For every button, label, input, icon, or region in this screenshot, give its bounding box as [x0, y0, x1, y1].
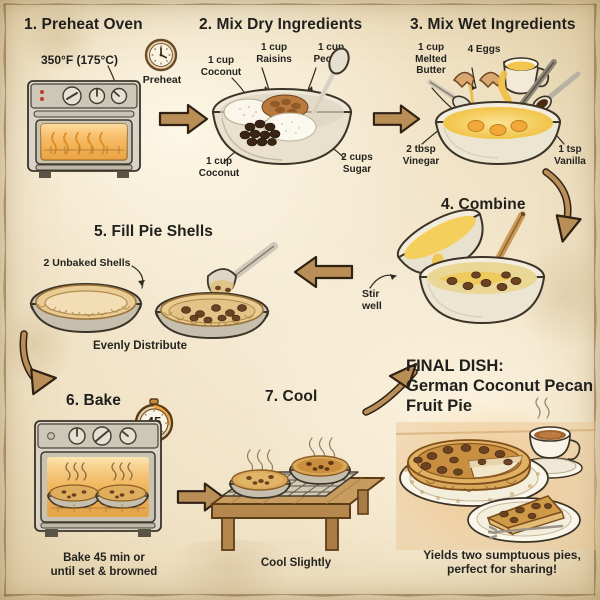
- arrow-step2-to-step3: [372, 100, 422, 138]
- arrow-step7-to-final-dish: [362, 362, 424, 418]
- step-title-bake: 6. Bake: [66, 392, 121, 409]
- clock-icon: [144, 38, 178, 72]
- page-edge-bottom: [4, 594, 596, 597]
- preheat-icon-label: Preheat: [142, 74, 182, 86]
- unbaked-shells-leader: [128, 262, 154, 294]
- page-edge-left: [3, 4, 6, 596]
- wet-label-eggs: 4 Eggs: [467, 44, 501, 55]
- oven-illustration: [25, 78, 143, 180]
- wet-label-vanilla: 1 tsp Vanilla: [554, 144, 586, 167]
- arrow-step5-to-step6: [14, 330, 68, 402]
- empty-pie-shell-illustration: [28, 278, 144, 338]
- step-title-fill-pie-shells: 5. Fill Pie Shells: [94, 223, 213, 240]
- stir-well-leader: [366, 268, 400, 294]
- dry-label-coconut-top: 1 cup Coconut: [200, 55, 242, 78]
- step-title-mix-wet-ingredients: 3. Mix Wet Ingredients: [410, 16, 576, 33]
- step-title-cool: 7. Cool: [265, 388, 318, 405]
- dry-label-coconut-bottom: 1 cup Coconut: [198, 156, 240, 179]
- arrow-step3-to-step4: [540, 168, 588, 254]
- oven-with-pies-illustration: [32, 418, 164, 542]
- oven-temperature-label: 350°F (175°C): [41, 53, 118, 67]
- final-dish-caption: Yields two sumptuous pies, perfect for s…: [423, 548, 581, 577]
- arrow-step4-to-step5: [292, 252, 354, 292]
- wet-label-vinegar: 2 tbsp Vinegar: [402, 144, 440, 167]
- dry-label-raisins: 1 cup Raisins: [256, 42, 292, 65]
- unbaked-shells-note: 2 Unbaked Shells: [43, 257, 131, 269]
- combine-note-stir-well: Stir well: [362, 288, 382, 313]
- step-title-mix-dry-ingredients: 2. Mix Dry Ingredients: [199, 16, 363, 33]
- wet-label-melted-butter: 1 cup Melted Butter: [415, 42, 447, 76]
- combine-illustration: [386, 205, 586, 335]
- step-title-preheat-oven: 1. Preheat Oven: [24, 16, 143, 33]
- caption-evenly-distribute: Evenly Distribute: [93, 340, 187, 352]
- filling-pie-shell-illustration: [146, 240, 286, 340]
- cooling-table-illustration: [208, 412, 388, 552]
- dry-ingredients-bowl-illustration: [202, 47, 362, 174]
- final-dish-illustration: [395, 397, 597, 550]
- wet-ingredients-bowl-illustration: [418, 56, 588, 166]
- step-title-combine: 4. Combine: [441, 196, 526, 213]
- arrow-step1-to-step2: [158, 100, 210, 138]
- page-edge-top: [4, 3, 596, 5]
- caption-cool-slightly: Cool Slightly: [260, 557, 332, 569]
- caption-bake: Bake 45 min or until set & browned: [50, 552, 158, 578]
